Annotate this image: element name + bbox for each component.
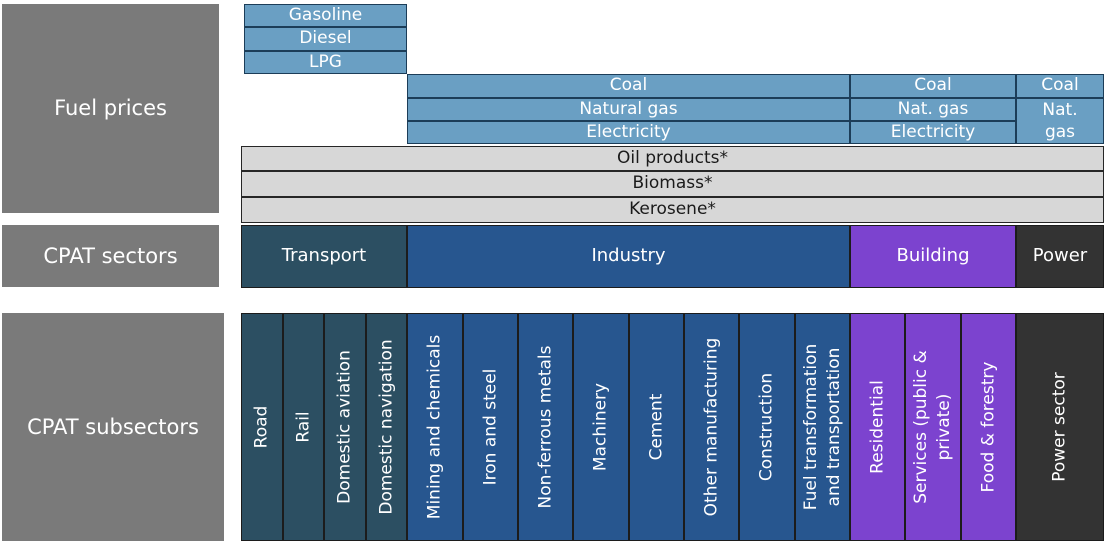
fuel-power-coal: Coal <box>1016 74 1104 98</box>
cpat-sectors-label: CPAT sectors <box>2 225 219 287</box>
subsector-food-forestry-label: Food & forestry <box>978 361 999 493</box>
fuel-power-nat-gas: Nat. gas <box>1016 98 1104 144</box>
fuel-industry-coal: Coal <box>407 74 850 98</box>
subsector-rail-label: Rail <box>293 411 314 443</box>
subsector-services: Services (public & private) <box>905 313 961 541</box>
subsector-fuel-transformation: Fuel transformation and transportation <box>795 313 850 541</box>
fuel-prices-label-text: Fuel prices <box>54 96 167 121</box>
fuel-gasoline: Gasoline <box>244 4 407 27</box>
cpat-subsectors-label-text: CPAT subsectors <box>27 414 199 439</box>
fuel-biomass: Biomass* <box>241 171 1104 197</box>
sector-building: Building <box>850 225 1016 288</box>
subsector-construction-label: Construction <box>756 372 777 482</box>
subsector-domestic-navigation: Domestic navigation <box>366 313 407 541</box>
sector-industry: Industry <box>407 225 850 288</box>
sector-power: Power <box>1016 225 1104 288</box>
fuel-industry-natural-gas: Natural gas <box>407 98 850 121</box>
fuel-oil-products: Oil products* <box>241 146 1104 171</box>
fuel-lpg: LPG <box>244 51 407 74</box>
subsector-road-label: Road <box>251 405 272 449</box>
subsector-domestic-aviation-label: Domestic aviation <box>334 350 355 504</box>
subsector-iron-and-steel-label: Iron and steel <box>480 368 501 486</box>
subsector-domestic-navigation-label: Domestic navigation <box>376 339 397 515</box>
cpat-sectors-label-text: CPAT sectors <box>43 243 178 268</box>
fuel-building-nat-gas: Nat. gas <box>850 98 1016 121</box>
fuel-diesel: Diesel <box>244 27 407 51</box>
subsector-road: Road <box>241 313 283 541</box>
cpat-subsectors-label: CPAT subsectors <box>2 313 224 541</box>
subsector-construction: Construction <box>739 313 795 541</box>
subsector-services-label: Services (public & private) <box>911 350 954 504</box>
fuel-kerosene: Kerosene* <box>241 197 1104 223</box>
subsector-non-ferrous-metals-label: Non-ferrous metals <box>535 345 556 509</box>
subsector-non-ferrous-metals: Non-ferrous metals <box>518 313 573 541</box>
subsector-cement-label: Cement <box>646 393 667 461</box>
subsector-mining-and-chemicals: Mining and chemicals <box>407 313 463 541</box>
subsector-other-manufacturing: Other manufacturing <box>684 313 739 541</box>
sector-transport: Transport <box>241 225 407 288</box>
fuel-building-electricity: Electricity <box>850 121 1016 144</box>
subsector-mining-and-chemicals-label: Mining and chemicals <box>424 334 445 520</box>
subsector-cement: Cement <box>629 313 684 541</box>
fuel-industry-electricity: Electricity <box>407 121 850 144</box>
subsector-residential: Residential <box>850 313 905 541</box>
subsector-domestic-aviation: Domestic aviation <box>324 313 366 541</box>
subsector-iron-and-steel: Iron and steel <box>463 313 518 541</box>
subsector-residential-label: Residential <box>867 380 888 474</box>
subsector-fuel-transformation-label: Fuel transformation and transportation <box>800 343 844 511</box>
subsector-rail: Rail <box>283 313 324 541</box>
subsector-machinery: Machinery <box>573 313 629 541</box>
fuel-building-coal: Coal <box>850 74 1016 98</box>
subsector-power-sector: Power sector <box>1016 313 1104 541</box>
subsector-food-forestry: Food & forestry <box>961 313 1016 541</box>
subsector-power-sector-label: Power sector <box>1049 372 1070 482</box>
subsector-other-manufacturing-label: Other manufacturing <box>701 337 722 517</box>
subsector-machinery-label: Machinery <box>590 382 611 472</box>
fuel-prices-label: Fuel prices <box>2 4 219 213</box>
